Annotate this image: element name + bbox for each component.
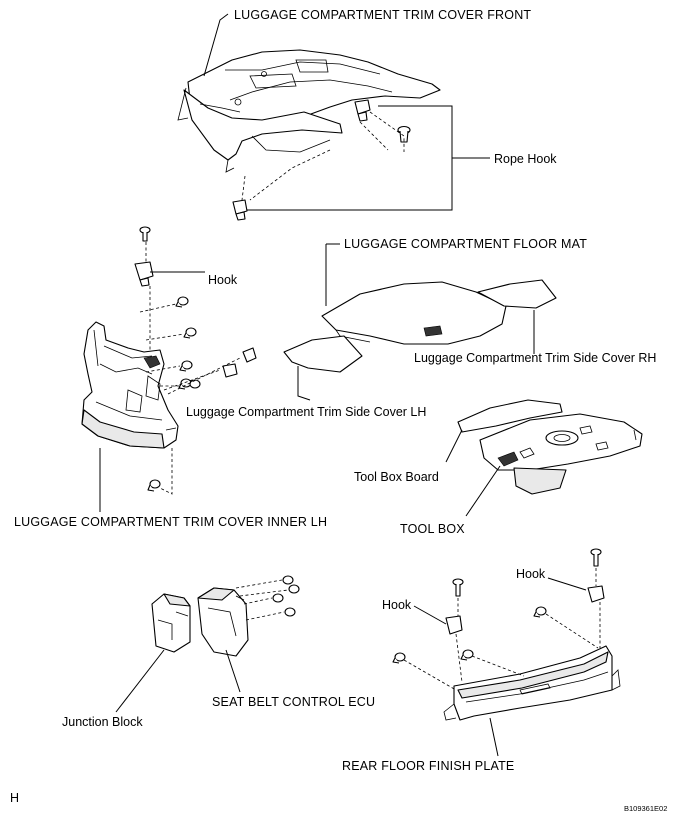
hook-middle (445, 578, 464, 635)
hook-upper (134, 261, 154, 287)
clip-plate-2 (460, 649, 474, 661)
label-seat-belt-ecu: SEAT BELT CONTROL ECU (212, 695, 375, 709)
junction-block (151, 593, 191, 653)
clip-plate-3 (392, 652, 406, 664)
clip-plate-1 (533, 606, 547, 618)
label-hook-middle: Hook (382, 598, 412, 612)
label-tool-box: TOOL BOX (400, 522, 465, 536)
corner-mark: H (10, 791, 19, 805)
label-side-cover-lh: Luggage Compartment Trim Side Cover LH (186, 405, 426, 419)
seat-belt-control-ecu (197, 587, 249, 657)
ecu-nuts (272, 575, 300, 617)
label-hook-upper: Hook (208, 273, 238, 287)
label-hook-right: Hook (516, 567, 546, 581)
label-junction-block: Junction Block (62, 715, 143, 729)
label-tool-box-board: Tool Box Board (354, 470, 439, 484)
label-floor-mat: LUGGAGE COMPARTMENT FLOOR MAT (344, 237, 587, 251)
clip-6 (242, 347, 257, 363)
label-side-cover-rh: Luggage Compartment Trim Side Cover RH (414, 351, 656, 365)
clip-2 (183, 327, 197, 339)
tool-box-board (457, 399, 563, 433)
screw-bottom (147, 479, 161, 492)
rope-hook-lower (232, 199, 248, 221)
label-rear-floor-finish-plate: REAR FLOOR FINISH PLATE (342, 759, 514, 773)
clip-3 (179, 360, 193, 372)
screw-top (139, 226, 151, 242)
hook-right (587, 548, 605, 603)
side-cover-rh (477, 279, 557, 309)
floor-mat (321, 281, 507, 345)
trim-cover-inner-lh (81, 321, 179, 449)
figure-id: B109361E02 (624, 804, 667, 813)
rope-hook-upper (354, 99, 371, 122)
clip-7 (222, 363, 238, 378)
label-trim-cover-front: LUGGAGE COMPARTMENT TRIM COVER FRONT (234, 8, 531, 22)
rope-hook-clip (397, 125, 411, 143)
trim-cover-front (177, 49, 441, 173)
label-trim-cover-inner-lh: LUGGAGE COMPARTMENT TRIM COVER INNER LH (14, 515, 327, 529)
rear-floor-finish-plate (443, 645, 621, 721)
side-cover-lh (283, 335, 363, 373)
tool-box (479, 413, 643, 495)
clip-1 (175, 296, 189, 308)
label-rope-hook: Rope Hook (494, 152, 557, 166)
clip-5 (189, 379, 201, 389)
